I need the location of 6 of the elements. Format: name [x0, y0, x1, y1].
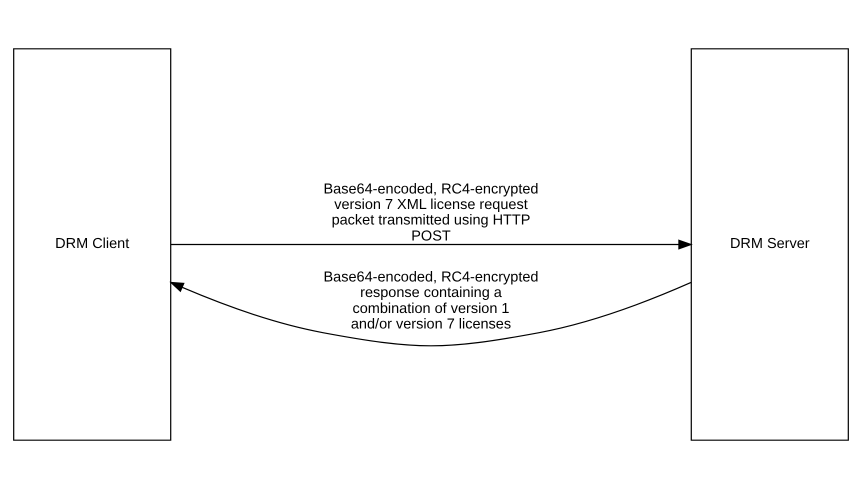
node-box: DRM Client: [13, 48, 172, 441]
edge-label: Base64-encoded, RC4-encrypted response containing a combination of version 1 and/or version 7 licenses: [324, 269, 538, 333]
arrow: [169, 282, 692, 346]
arrow: [170, 239, 693, 250]
edge-label: Base64-encoded, RC4-encrypted version 7 XML license request packet transmitted using HTTP POST: [324, 181, 538, 244]
node-box: DRM Server: [690, 48, 849, 441]
